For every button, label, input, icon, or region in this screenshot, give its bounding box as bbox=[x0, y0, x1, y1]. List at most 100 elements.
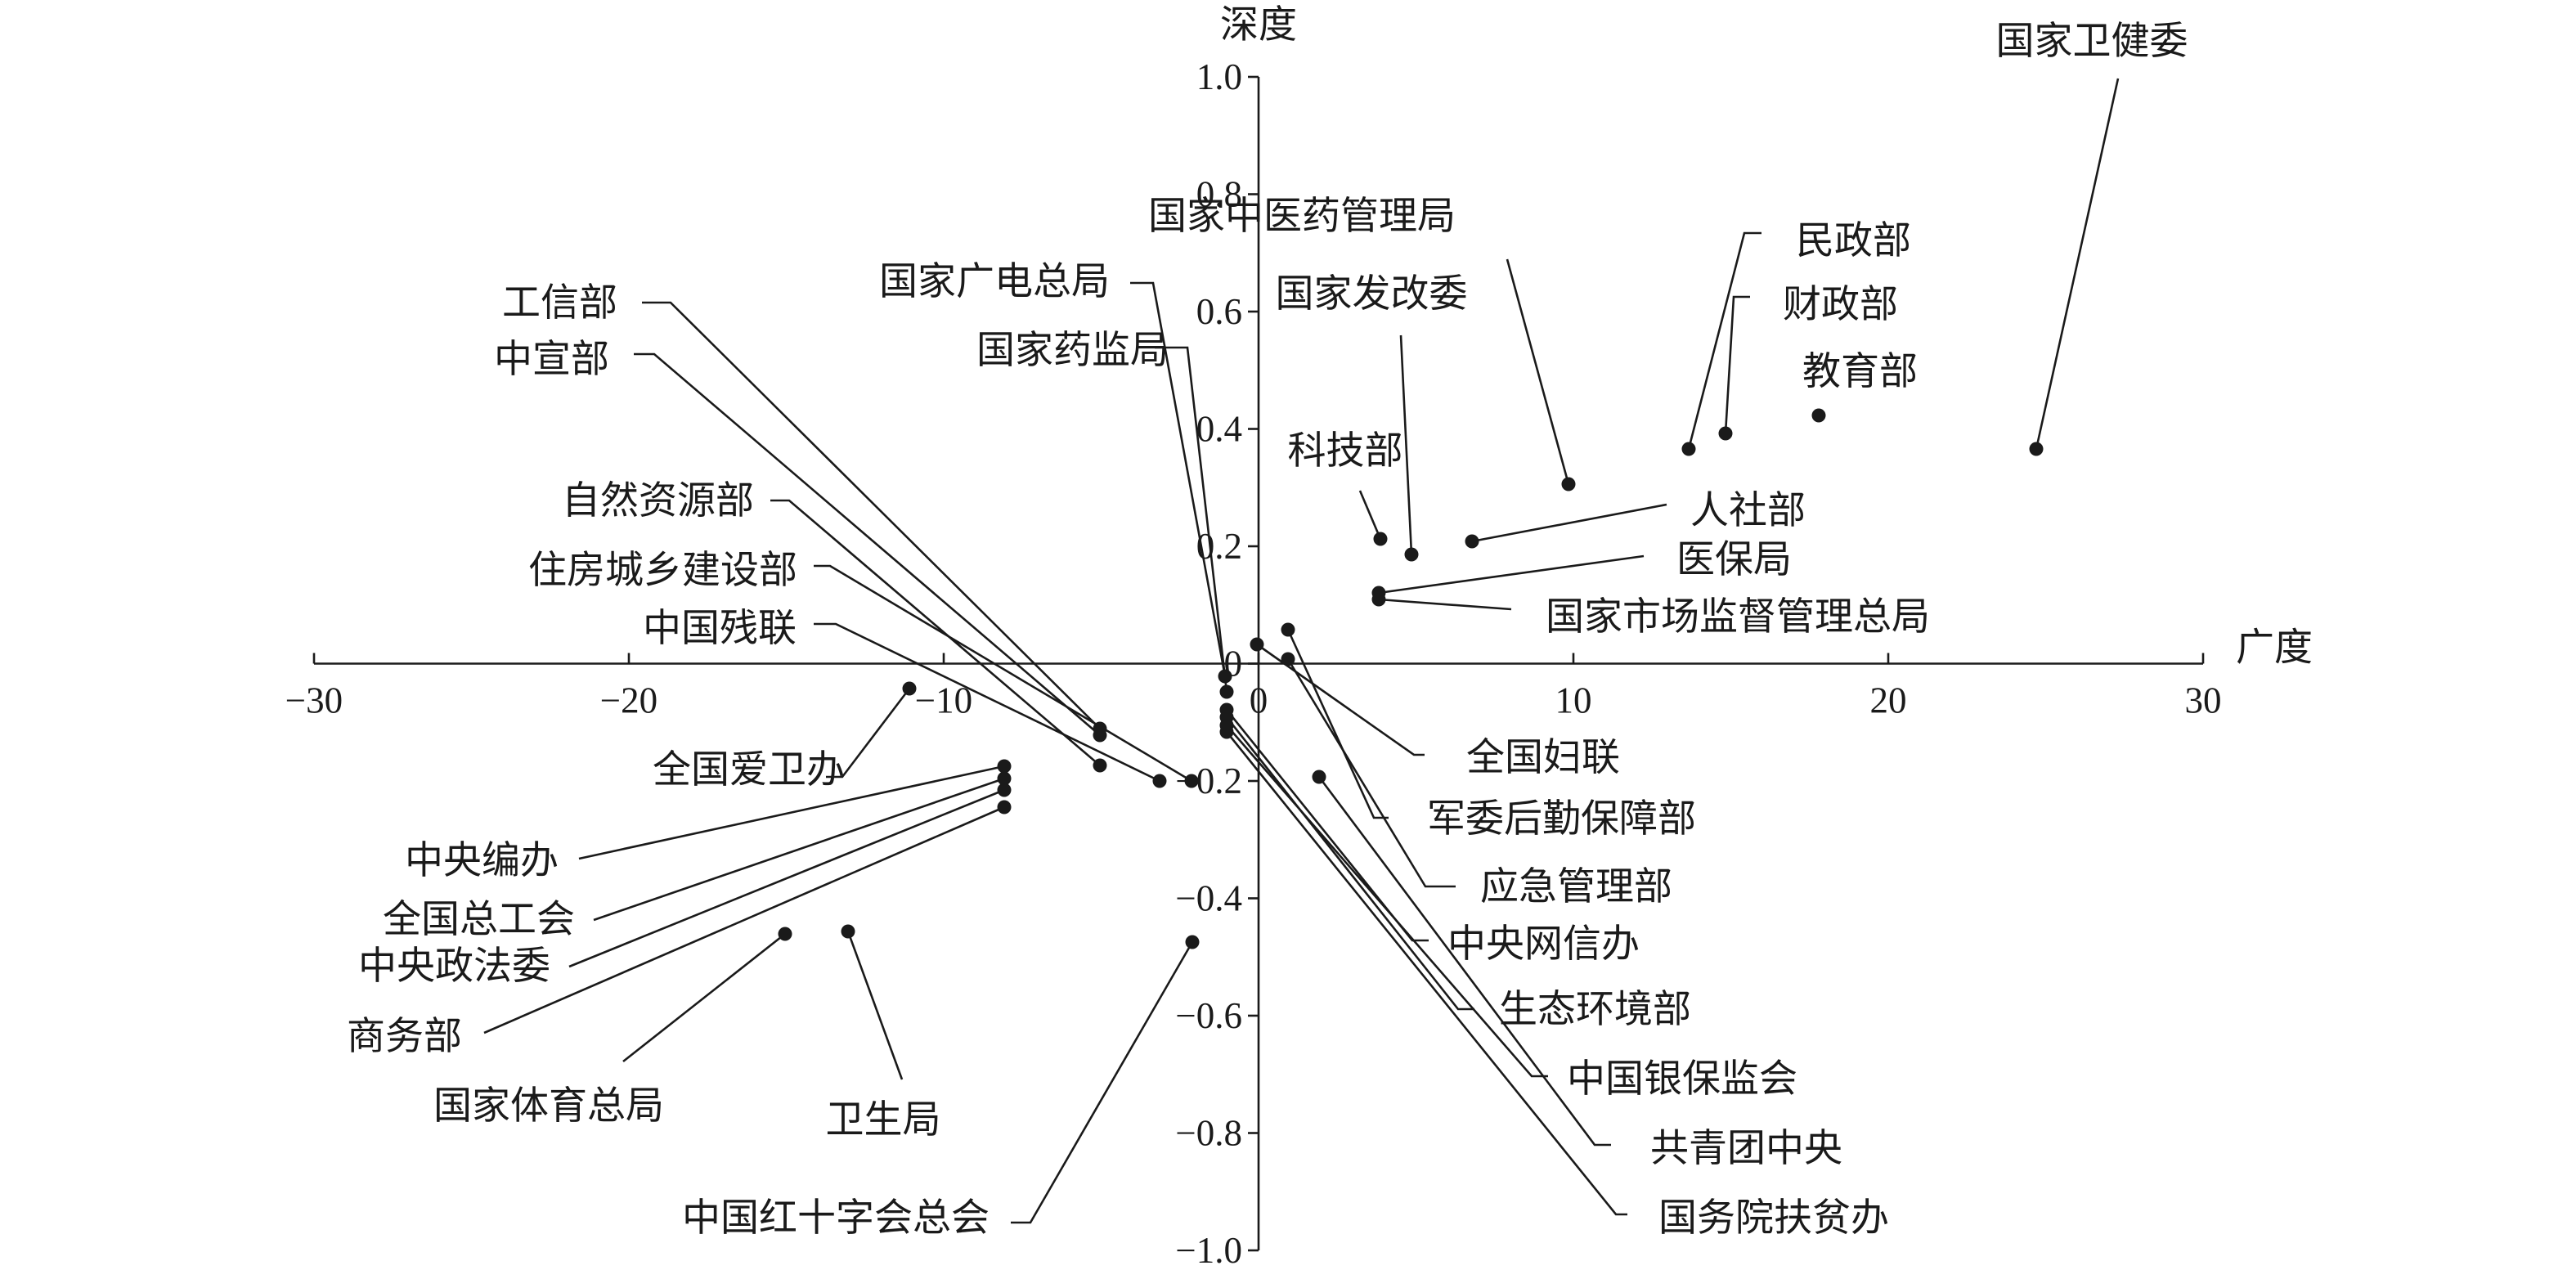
y-tick-label: 0.8 bbox=[1196, 174, 1242, 215]
data-point bbox=[997, 759, 1012, 774]
y-tick-label: 1.0 bbox=[1196, 56, 1242, 97]
data-point bbox=[2029, 442, 2044, 456]
x-axis-ticks: −30 −20 −10 0 10 20 30 bbox=[285, 653, 2222, 721]
data-point bbox=[1681, 442, 1696, 456]
data-point bbox=[1281, 652, 1295, 666]
data-point bbox=[1811, 408, 1826, 423]
leader-line bbox=[1225, 731, 1627, 1216]
leader-line bbox=[568, 788, 1005, 968]
point-label: 全国爱卫办 bbox=[653, 747, 845, 792]
data-point bbox=[841, 924, 855, 939]
leader-line bbox=[1286, 629, 1389, 819]
x-axis-title: 广度 bbox=[2236, 626, 2313, 671]
leader-line bbox=[1286, 658, 1456, 888]
leader-line bbox=[2035, 78, 2120, 450]
leader-line bbox=[622, 932, 786, 1063]
data-point bbox=[1312, 770, 1326, 784]
x-tick-label: −30 bbox=[285, 680, 343, 721]
point-label: 中国红十字会总会 bbox=[682, 1196, 990, 1241]
point-label: 中国残联 bbox=[643, 606, 797, 651]
point-label: 中宣部 bbox=[494, 337, 609, 382]
point-label: 国家广电总局 bbox=[879, 259, 1110, 304]
data-point bbox=[1218, 669, 1232, 684]
leader-line bbox=[814, 564, 1192, 783]
leader-line bbox=[814, 622, 1160, 783]
data-point bbox=[997, 800, 1012, 815]
data-point bbox=[1185, 935, 1200, 949]
x-tick-label: 30 bbox=[2185, 680, 2222, 721]
x-tick-label: −20 bbox=[600, 680, 657, 721]
leader-line bbox=[1506, 258, 1570, 485]
point-label: 卫生局 bbox=[826, 1097, 941, 1142]
point-label: 国家市场监督管理总局 bbox=[1546, 595, 1930, 639]
data-point bbox=[1465, 534, 1479, 549]
point-label: 住房城乡建设部 bbox=[528, 548, 797, 593]
point-label: 财政部 bbox=[1783, 282, 1898, 327]
leader-line bbox=[593, 777, 1005, 922]
y-tick-label: −1.0 bbox=[1175, 1230, 1242, 1270]
leader-line bbox=[1155, 346, 1228, 693]
point-label: 民政部 bbox=[1796, 218, 1911, 263]
y-tick-label: −0.6 bbox=[1175, 995, 1242, 1036]
point-label: 国务院扶贫办 bbox=[1658, 1196, 1889, 1241]
data-point bbox=[997, 783, 1012, 797]
y-tick-label: 0.4 bbox=[1196, 409, 1242, 450]
leader-line bbox=[1724, 295, 1750, 434]
point-label: 全国妇联 bbox=[1466, 735, 1620, 780]
point-label: 应急管理部 bbox=[1480, 864, 1672, 909]
point-label: 中央网信办 bbox=[1447, 922, 1640, 967]
leader-line bbox=[1256, 643, 1425, 756]
leader-line bbox=[1378, 554, 1645, 595]
y-axis-title: 深度 bbox=[1220, 2, 1297, 47]
point-label: 工信部 bbox=[502, 280, 617, 325]
data-points bbox=[778, 408, 2044, 949]
y-tick-label: −0.4 bbox=[1175, 878, 1242, 919]
data-point bbox=[1718, 426, 1733, 441]
leader-line bbox=[1358, 490, 1382, 540]
data-point bbox=[778, 927, 792, 941]
point-label: 国家药监局 bbox=[976, 328, 1169, 373]
data-point bbox=[1093, 758, 1107, 773]
point-label: 科技部 bbox=[1288, 429, 1403, 473]
point-label: 军委后勤保障部 bbox=[1427, 797, 1696, 841]
point-label: 商务部 bbox=[347, 1014, 462, 1059]
point-label: 教育部 bbox=[1802, 349, 1918, 394]
x-tick-label: 10 bbox=[1555, 680, 1592, 721]
point-label: 国家体育总局 bbox=[433, 1084, 664, 1129]
x-tick-label: 0 bbox=[1250, 680, 1268, 721]
point-label: 中央政法委 bbox=[358, 944, 550, 989]
data-point bbox=[1561, 477, 1576, 491]
y-tick-label: 0.6 bbox=[1196, 291, 1242, 332]
leader-line bbox=[1378, 598, 1512, 611]
data-point bbox=[1184, 774, 1199, 788]
x-tick-label: 20 bbox=[1870, 680, 1907, 721]
point-label: 人社部 bbox=[1690, 488, 1806, 533]
leader-line bbox=[642, 301, 1101, 729]
leader-line bbox=[1130, 281, 1227, 677]
data-point bbox=[1219, 684, 1234, 699]
data-point bbox=[1281, 622, 1295, 637]
data-point bbox=[1371, 592, 1386, 607]
point-label: 医保局 bbox=[1676, 537, 1792, 582]
data-point bbox=[902, 681, 917, 696]
point-label: 自然资源部 bbox=[562, 478, 754, 523]
leader-line bbox=[1399, 334, 1413, 555]
point-label: 中央编办 bbox=[405, 838, 559, 883]
data-point bbox=[1404, 547, 1419, 562]
data-point bbox=[1250, 637, 1264, 652]
point-label: 共青团中央 bbox=[1650, 1126, 1842, 1171]
data-point bbox=[1373, 532, 1388, 546]
y-tick-label: −0.8 bbox=[1175, 1113, 1242, 1154]
point-label: 生态环境部 bbox=[1499, 987, 1691, 1032]
leader-line bbox=[826, 688, 911, 779]
point-label: 国家中医药管理局 bbox=[1148, 194, 1456, 239]
leader-line bbox=[1687, 231, 1761, 450]
leader-line bbox=[634, 352, 1101, 736]
x-tick-label: −10 bbox=[915, 680, 972, 721]
point-label: 国家发改委 bbox=[1276, 272, 1468, 316]
leader-line bbox=[1011, 941, 1194, 1224]
leader-line bbox=[770, 499, 1101, 766]
point-label: 国家卫健委 bbox=[1996, 19, 2188, 64]
